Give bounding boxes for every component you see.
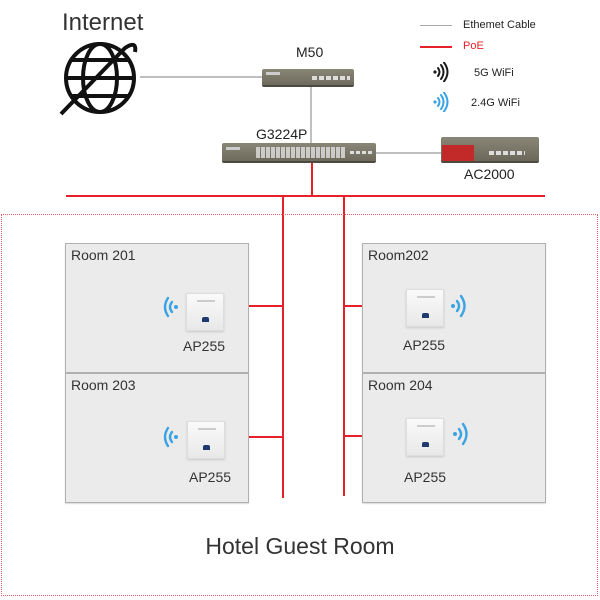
legend-poe-swatch xyxy=(420,46,452,48)
ap-label: AP255 xyxy=(189,469,232,485)
room-label: Room 204 xyxy=(368,377,433,393)
access-point-device xyxy=(187,421,225,459)
wifi-24g-icon xyxy=(451,294,466,318)
router-logo xyxy=(266,72,280,75)
room-label: Room202 xyxy=(368,247,429,263)
room-label: Room 203 xyxy=(71,377,136,393)
access-point-device xyxy=(186,293,224,331)
ap-label: AP255 xyxy=(183,338,226,354)
controller-ports xyxy=(489,151,525,155)
internet-label: Internet xyxy=(62,9,144,36)
legend-ethernet-label: Ethemet Cable xyxy=(463,19,536,31)
switch-logo xyxy=(226,147,240,150)
room-label: Room 201 xyxy=(71,247,136,263)
legend-5g-label: 5G WiFi xyxy=(474,67,514,79)
ap-label: AP255 xyxy=(403,337,446,353)
switch-ports xyxy=(256,147,346,158)
access-point-device xyxy=(406,418,444,456)
hotel-guest-room-area xyxy=(1,214,598,596)
controller-device xyxy=(441,137,539,163)
controller-front-panel xyxy=(442,145,474,161)
globe-icon xyxy=(59,42,138,116)
wifi-5g-icon xyxy=(433,62,449,82)
legend-ethernet-swatch xyxy=(420,25,452,26)
wifi-24g-icon xyxy=(453,422,468,446)
switch-sfp-ports xyxy=(350,151,372,154)
wifi-24g-icon xyxy=(433,92,449,112)
controller-label: AC2000 xyxy=(464,166,515,182)
access-point-device xyxy=(406,289,444,327)
wifi-24g-icon xyxy=(163,296,178,318)
room-202: Room202 xyxy=(362,243,546,373)
switch-device xyxy=(222,143,376,163)
legend-24g-label: 2.4G WiFi xyxy=(471,97,520,109)
router-device xyxy=(262,69,354,87)
wifi-24g-icon xyxy=(163,426,178,448)
router-label: M50 xyxy=(296,44,324,60)
switch-label: G3224P xyxy=(256,126,308,142)
ap-label: AP255 xyxy=(404,469,447,485)
router-ports xyxy=(312,76,350,80)
legend-poe-label: PoE xyxy=(463,40,484,52)
area-label: Hotel Guest Room xyxy=(205,533,395,559)
room-204: Room 204 xyxy=(362,373,546,503)
